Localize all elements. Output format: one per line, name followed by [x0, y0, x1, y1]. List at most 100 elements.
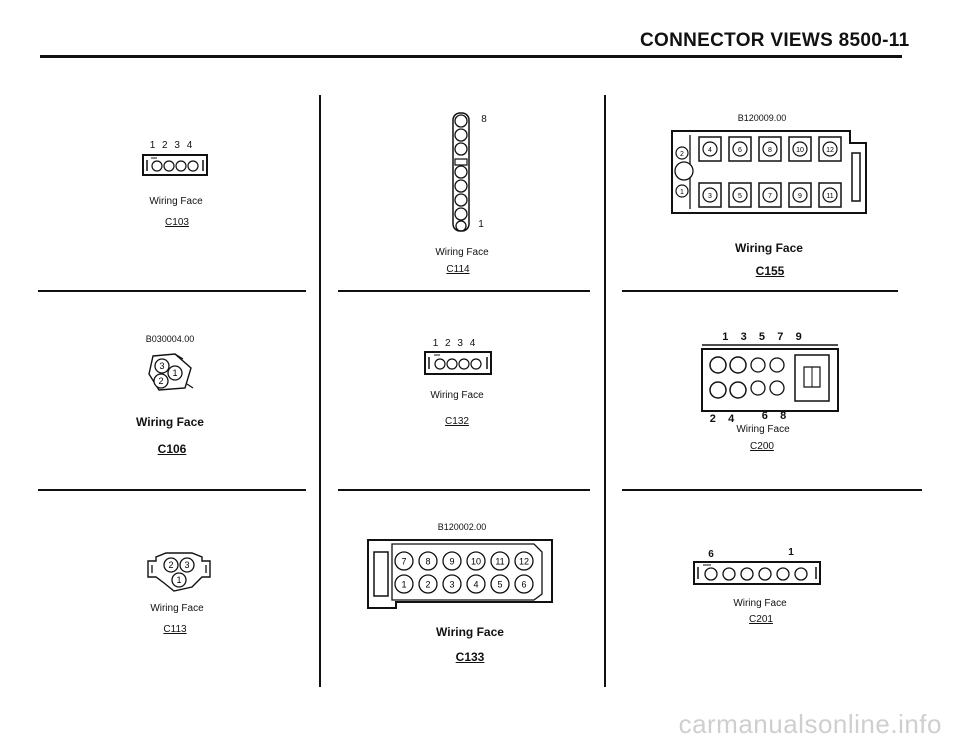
c200-wiring-face-label: Wiring Face	[736, 424, 790, 435]
c133-pin-label: 11	[495, 557, 504, 567]
c155-pin	[763, 188, 777, 202]
c133-drawing-code: B120002.00	[437, 522, 487, 532]
c113-connector-id: C113	[163, 624, 187, 635]
c106-connector-drawing: 3 1 2	[145, 350, 197, 394]
c200-pin-numbers-top: 1 3 5 7 9	[722, 331, 802, 343]
c155-connector-id: C155	[755, 264, 785, 278]
c114-pin-8-label: 8	[481, 114, 487, 125]
c113-pin-label: 2	[168, 560, 173, 570]
c133-connector-id: C133	[455, 650, 485, 664]
c200-connector-drawing	[700, 343, 842, 413]
c106-pin-label: 1	[172, 368, 177, 378]
c114-connector-drawing	[450, 110, 472, 234]
column-divider-left	[319, 95, 321, 687]
c155-latch	[852, 153, 860, 201]
c155-pin	[733, 142, 747, 156]
c155-pin	[676, 185, 688, 197]
c155-pin-label: 3	[708, 193, 712, 200]
c106-pin-label: 2	[158, 376, 163, 386]
c106-pin-label: 3	[159, 361, 164, 371]
row-divider-2-col3	[622, 489, 922, 491]
c132-wiring-face-label: Wiring Face	[430, 390, 484, 401]
c114-pin-1-label: 1	[478, 219, 484, 230]
c155-pin-cavity	[759, 137, 781, 161]
c155-pin-label: 9	[798, 193, 802, 200]
c155-pin-label: 2	[680, 151, 684, 158]
c155-pin	[763, 142, 777, 156]
c132-connector-id: C132	[445, 416, 469, 427]
c155-drawing-code: B120009.00	[737, 113, 787, 123]
c113-pin-label: 1	[176, 575, 181, 585]
c103-connector-drawing	[142, 154, 208, 176]
c155-center-hole	[675, 162, 693, 180]
row-divider-1-col2	[338, 290, 590, 292]
c133-pin	[491, 575, 509, 593]
c155-pin	[703, 188, 717, 202]
c133-pin-label: 8	[425, 557, 430, 567]
c133-pin	[467, 575, 485, 593]
c155-pin	[676, 147, 688, 159]
c155-pin	[823, 142, 837, 156]
c155-pin	[793, 142, 807, 156]
c155-pin-cavity	[729, 137, 751, 161]
c106-connector-id: C106	[157, 442, 187, 456]
c132-pin-numbers: 1 2 3 4	[432, 338, 478, 349]
c133-pin	[395, 552, 413, 570]
c133-pin	[491, 552, 509, 570]
c133-pin-label: 6	[521, 580, 526, 590]
c155-pin-label: 7	[768, 193, 772, 200]
c155-pin-cavity	[819, 137, 841, 161]
c133-pin	[467, 552, 485, 570]
column-divider-right	[604, 95, 606, 687]
c133-pin-label: 12	[519, 557, 529, 567]
c155-pin-label: 1	[680, 189, 684, 196]
c113-connector-drawing: 2 3 1	[146, 551, 212, 593]
c133-pin	[419, 552, 437, 570]
c155-pin-cavity	[789, 137, 811, 161]
header-rule	[40, 55, 902, 58]
c133-pin-label: 3	[449, 580, 454, 590]
c133-pin	[515, 552, 533, 570]
c133-pin	[443, 575, 461, 593]
c106-drawing-code: B030004.00	[145, 334, 195, 344]
c133-pin	[515, 575, 533, 593]
c132-connector-drawing	[424, 351, 492, 375]
c133-pin-label: 7	[401, 557, 406, 567]
c155-pin-label: 4	[708, 147, 712, 154]
c133-pin-label: 1	[401, 580, 406, 590]
c103-pin-numbers: 1 2 3 4	[149, 140, 195, 151]
c133-pin-label: 2	[425, 580, 430, 590]
c155-pin-label: 11	[826, 193, 833, 200]
c200-connector-id: C200	[750, 441, 774, 452]
c133-wiring-face-label: Wiring Face	[436, 625, 504, 639]
c133-latch	[374, 552, 388, 596]
c133-insert	[392, 544, 542, 600]
c155-pin-cavity	[699, 183, 721, 207]
c114-connector-id: C114	[446, 264, 470, 275]
c133-pin	[443, 552, 461, 570]
c155-pin-cavity	[759, 183, 781, 207]
c201-connector-id: C201	[749, 614, 773, 625]
c133-pin	[419, 575, 437, 593]
c155-pin	[733, 188, 747, 202]
c201-pin-6-label: 6	[708, 549, 714, 560]
c155-pin-cavity	[699, 137, 721, 161]
c155-pin	[793, 188, 807, 202]
row-divider-2-col2	[338, 489, 590, 491]
page-title: CONNECTOR VIEWS 8500-11	[640, 30, 910, 51]
c200-pin-numbers-bottom-left: 2 4	[709, 413, 735, 425]
c113-wiring-face-label: Wiring Face	[150, 603, 204, 614]
c113-pin-label: 3	[184, 560, 189, 570]
c155-pin-label: 6	[738, 147, 742, 154]
c201-connector-drawing	[693, 561, 821, 585]
c155-wiring-face-label: Wiring Face	[735, 241, 803, 255]
c155-pin	[823, 188, 837, 202]
row-divider-1-col1	[38, 290, 306, 292]
c133-pin-label: 10	[471, 557, 481, 567]
c200-pin-numbers-bottom-right: 6 8	[761, 410, 787, 422]
c155-pin	[703, 142, 717, 156]
c155-pin-label: 8	[768, 147, 772, 154]
c106-wiring-face-label: Wiring Face	[136, 415, 204, 429]
